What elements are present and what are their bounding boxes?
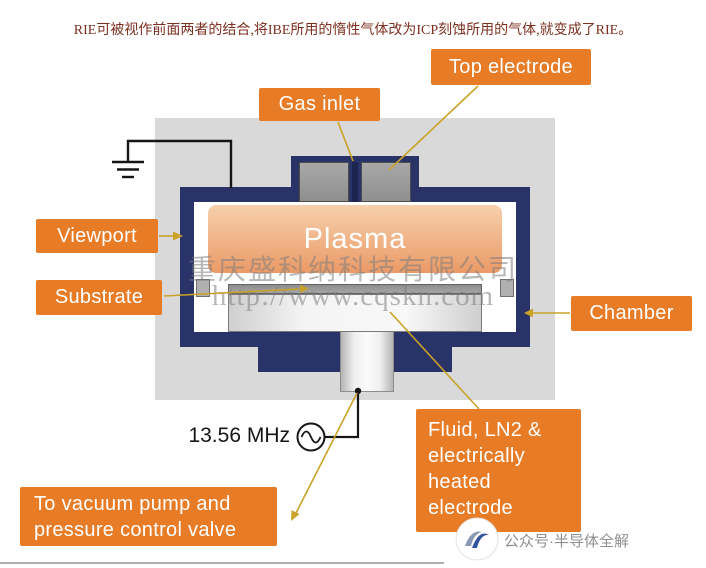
ac-sine-wave	[300, 430, 322, 444]
rf-connection-dot	[354, 387, 362, 395]
chamber-bottom-right	[394, 332, 530, 347]
rf-frequency-label: 13.56 MHz	[188, 424, 290, 447]
leader-arrowheads	[173, 231, 533, 521]
leader-top-electrode	[388, 85, 479, 171]
callout-top-electrode: Top electrode	[431, 49, 591, 85]
chamber-wall-right	[516, 202, 530, 347]
callout-gas-inlet: Gas inlet	[259, 88, 380, 121]
footer-account-text: 公众号·半导体全解	[504, 533, 629, 550]
electrode-pedestal	[340, 332, 394, 392]
callout-fluid-electrode: Fluid, LN2 & electrically heated electro…	[416, 409, 581, 532]
substrate-clamp-right	[500, 279, 514, 297]
plasma-region: Plasma	[208, 205, 502, 273]
arrow-chamber	[524, 308, 533, 318]
callout-substrate: Substrate	[36, 280, 162, 315]
leader-fluid-electrode	[389, 311, 480, 410]
plasma-label: Plasma	[303, 222, 407, 255]
top-electrode-block-right	[361, 162, 411, 202]
chamber-step-left	[258, 347, 340, 372]
leader-vacuum-pump	[294, 392, 358, 516]
rf-wire	[324, 392, 360, 439]
leader-gas-inlet	[337, 121, 354, 162]
ground-icon	[112, 139, 233, 188]
gas-inlet-channel	[352, 162, 358, 202]
chamber-wall-left	[180, 202, 194, 347]
ground-wire	[126, 139, 233, 188]
arrow-vacuum-pump	[291, 510, 300, 521]
chamber-step-right	[394, 347, 452, 372]
arrow-substrate	[299, 285, 309, 293]
header-caption: RIE可被视作前面两者的结合,将IBE所用的惰性气体改为ICP刻蚀所用的气体,就…	[73, 23, 633, 38]
substrate-plate	[228, 284, 482, 294]
brand-logo-icon	[455, 517, 499, 561]
callout-viewport: Viewport	[36, 219, 158, 253]
leader-lines	[159, 85, 570, 516]
callout-vacuum-pump: To vacuum pump and pressure control valv…	[20, 487, 277, 546]
chamber-bottom-left	[180, 332, 340, 347]
callout-chamber: Chamber	[571, 296, 692, 331]
leader-substrate	[163, 288, 300, 297]
top-electrode-block-left	[299, 162, 349, 202]
arrow-viewport	[173, 231, 183, 241]
ac-source-icon	[296, 422, 326, 452]
bottom-divider	[0, 562, 444, 564]
substrate-clamp-left	[196, 279, 210, 297]
lower-electrode	[228, 294, 482, 332]
